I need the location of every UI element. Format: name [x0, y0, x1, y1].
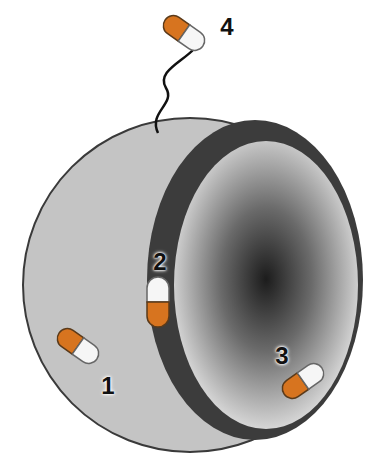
- callout-number: 4: [220, 15, 233, 39]
- tether-line: [156, 49, 194, 133]
- opening-cavity: [174, 141, 358, 429]
- opening-rim: [147, 120, 363, 440]
- callout-number: 3: [275, 344, 288, 368]
- callout-number: 2: [153, 250, 166, 274]
- capsule-2: [147, 277, 169, 327]
- capsule-1: [53, 325, 102, 368]
- callout-number: 1: [101, 374, 114, 398]
- capsule-4: [159, 12, 208, 55]
